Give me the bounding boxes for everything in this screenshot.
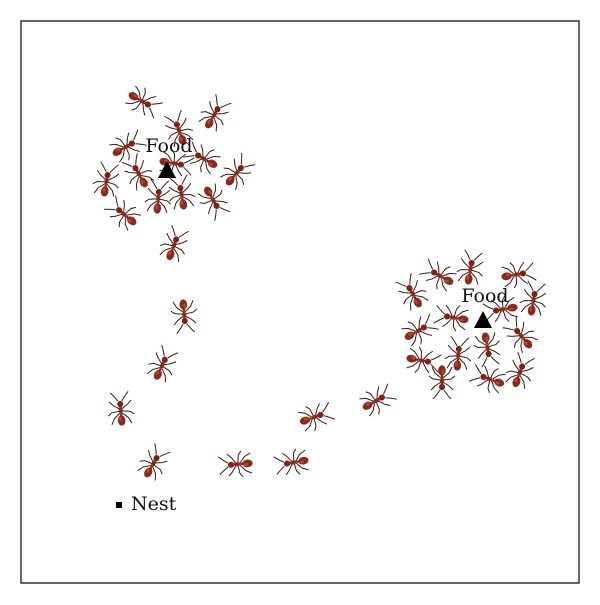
nest-label: Nest (131, 493, 177, 515)
food-source-1: Food (145, 135, 193, 178)
food-source-2: Food (461, 285, 509, 328)
food-label: Food (461, 285, 508, 307)
nest: Nest (116, 493, 177, 515)
food-triangle-icon (158, 161, 176, 178)
food-label: Food (145, 135, 192, 157)
food-triangle-icon (474, 311, 492, 328)
nest-square-icon (116, 502, 122, 508)
figure-frame (20, 20, 580, 584)
